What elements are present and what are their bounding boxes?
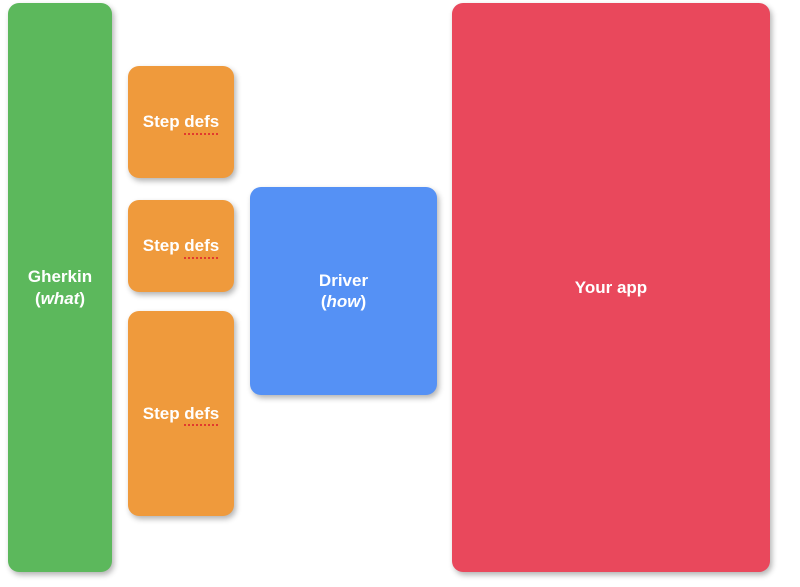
node-driver-text: Driver (how): [319, 270, 368, 313]
defs-word-misspelled: defs: [184, 236, 220, 259]
node-your-app-label: Your app: [574, 277, 648, 297]
step-word: Step: [142, 403, 185, 423]
node-step-defs-3-label: Step defs: [142, 403, 220, 427]
step-word: Step: [142, 236, 185, 256]
node-step-defs-1[interactable]: Step defs: [128, 66, 234, 178]
node-step-defs-2[interactable]: Step defs: [128, 200, 234, 292]
step-word: Step: [142, 112, 185, 132]
defs-word-misspelled: defs: [184, 112, 220, 135]
node-gherkin-text: Gherkin (what): [28, 266, 92, 309]
node-your-app[interactable]: Your app: [452, 3, 770, 572]
node-driver[interactable]: Driver (how): [250, 187, 437, 395]
paren-close: ): [360, 292, 367, 311]
node-gherkin-emphasis: what: [40, 288, 80, 308]
node-driver-emphasis: how: [326, 292, 361, 311]
node-gherkin[interactable]: Gherkin (what): [8, 3, 112, 572]
node-gherkin-label: Gherkin: [27, 267, 93, 287]
node-driver-sublabel: (how): [319, 291, 368, 312]
node-step-defs-2-label: Step defs: [142, 235, 220, 259]
node-driver-label: Driver: [318, 270, 369, 290]
paren-open: (: [320, 292, 327, 311]
node-gherkin-sublabel: (what): [28, 288, 92, 309]
defs-word-misspelled: defs: [184, 403, 220, 427]
node-step-defs-3[interactable]: Step defs: [128, 311, 234, 516]
paren-close: ): [79, 288, 86, 308]
paren-open: (: [34, 288, 41, 308]
node-step-defs-1-label: Step defs: [142, 111, 220, 135]
